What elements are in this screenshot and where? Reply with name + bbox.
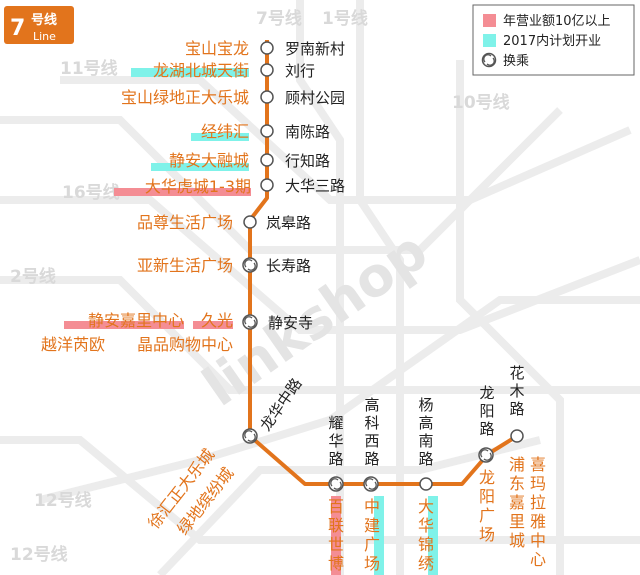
mall-name[interactable]: 经纬汇: [201, 122, 249, 141]
bg-label: 2号线: [10, 266, 56, 287]
mall-name[interactable]: 百联世博: [328, 497, 344, 573]
transfer-markers: [242, 257, 494, 492]
bg-label: 1号线: [322, 8, 368, 29]
station-marker[interactable]: [260, 63, 274, 77]
station-name[interactable]: 耀华路: [328, 414, 343, 468]
bg-label: 11号线: [60, 58, 118, 79]
highlight-pink: [331, 496, 341, 575]
station-marker[interactable]: [243, 215, 257, 229]
station-name[interactable]: 大华三路: [285, 177, 345, 195]
highlight-pink: [114, 188, 251, 196]
mall-name[interactable]: 喜玛拉雅中心: [530, 455, 546, 569]
highlight-cyan: [131, 68, 249, 77]
line-badge-box: [4, 6, 74, 44]
legend-item-label: 2017内计划开业: [503, 33, 601, 49]
mall-name[interactable]: 宝山绿地正大乐城: [121, 88, 249, 107]
station-markers: [243, 41, 524, 491]
highlight-pink: [193, 321, 233, 329]
transfer-icon[interactable]: [242, 428, 258, 444]
station-name[interactable]: 刘行: [285, 62, 315, 80]
transfer-icon: [481, 52, 497, 68]
cyan-swatch-icon: [483, 34, 496, 47]
bg-label: 12号线: [10, 544, 68, 565]
mall-name[interactable]: 龙阳广场: [479, 468, 495, 544]
station-marker[interactable]: [510, 429, 524, 443]
vertical-mall-names: 百联世博 中建广场 大华锦绣 龙阳广场 浦东嘉里城 喜玛拉雅中心: [328, 455, 546, 573]
station-name[interactable]: 岚皋路: [266, 214, 311, 232]
highlight-cyan: [374, 496, 384, 575]
station-name[interactable]: 罗南新村: [285, 40, 345, 58]
station-marker[interactable]: [260, 178, 274, 192]
mall-names: 宝山宝龙 龙湖北城天街 宝山绿地正大乐城 经纬汇 静安大融城 大华虎城1-3期 …: [41, 39, 251, 538]
station-marker[interactable]: [260, 124, 274, 138]
vertical-station-names: 耀华路 高科西路 杨高南路 龙阳路 花木路: [328, 364, 524, 468]
mall-name[interactable]: 品尊生活广场: [137, 213, 233, 232]
mall-name[interactable]: 静安嘉里中心: [88, 311, 184, 330]
station-name[interactable]: 南陈路: [285, 123, 330, 141]
mall-name[interactable]: 中建广场: [364, 497, 380, 573]
bg-label: 16号线: [62, 182, 120, 203]
transfer-icon[interactable]: [328, 476, 344, 492]
station-name[interactable]: 行知路: [285, 152, 330, 170]
highlight-cyan: [151, 163, 249, 171]
highlight-cyan: [191, 133, 249, 141]
bg-label: 10号线: [452, 92, 510, 113]
station-name[interactable]: 静安寺: [268, 314, 313, 332]
transfer-icon[interactable]: [363, 476, 379, 492]
bg-label: 12号线: [34, 490, 92, 511]
mall-highlights: [64, 68, 438, 575]
mall-name[interactable]: 大华锦绣: [418, 497, 434, 573]
mall-name[interactable]: 越洋芮欧: [41, 335, 105, 354]
legend: 年营业额10亿以上 2017内计划开业 换乘: [472, 4, 635, 76]
line-7-badge: 7 号线 Line: [4, 6, 74, 44]
mall-name[interactable]: 晶品购物中心: [137, 335, 233, 354]
transfer-icon[interactable]: [242, 257, 258, 273]
mall-name[interactable]: 龙湖北城天街: [153, 61, 249, 80]
station-name[interactable]: 杨高南路: [418, 396, 433, 468]
legend-item-label: 年营业额10亿以上: [503, 14, 611, 29]
station-name[interactable]: 顾村公园: [285, 89, 345, 107]
station-name[interactable]: 长寿路: [266, 257, 311, 275]
station-marker[interactable]: [419, 477, 433, 491]
transfer-icon[interactable]: [242, 314, 258, 330]
station-marker[interactable]: [260, 41, 274, 55]
legend-item-label: 换乘: [503, 54, 529, 69]
mall-name[interactable]: 静安大融城: [169, 151, 249, 170]
highlight-pink: [64, 321, 184, 329]
station-name[interactable]: 高科西路: [364, 396, 379, 468]
legend-box: [472, 4, 635, 76]
mall-name[interactable]: 大华虎城1-3期: [145, 177, 251, 196]
pink-swatch-icon: [483, 14, 496, 27]
station-marker[interactable]: [260, 90, 274, 104]
background-line-labels: 7号线 1号线 11号线 10号线 16号线 2号线 12号线 12号线: [10, 8, 510, 565]
mall-name[interactable]: 久光: [201, 311, 233, 330]
mall-name[interactable]: 宝山宝龙: [185, 39, 249, 58]
line-badge-sublabel: Line: [33, 30, 56, 43]
mall-name[interactable]: 亚新生活广场: [137, 256, 233, 275]
station-name[interactable]: 龙阳路: [479, 384, 494, 438]
line-badge-label: 号线: [31, 12, 57, 28]
mall-name[interactable]: 浦东嘉里城: [509, 455, 525, 550]
station-marker[interactable]: [260, 153, 274, 167]
transfer-icon[interactable]: [478, 447, 494, 463]
line-badge-number: 7: [10, 16, 25, 41]
highlight-cyan: [428, 496, 438, 575]
bg-label: 7号线: [256, 8, 302, 29]
station-name[interactable]: 花木路: [509, 364, 524, 418]
